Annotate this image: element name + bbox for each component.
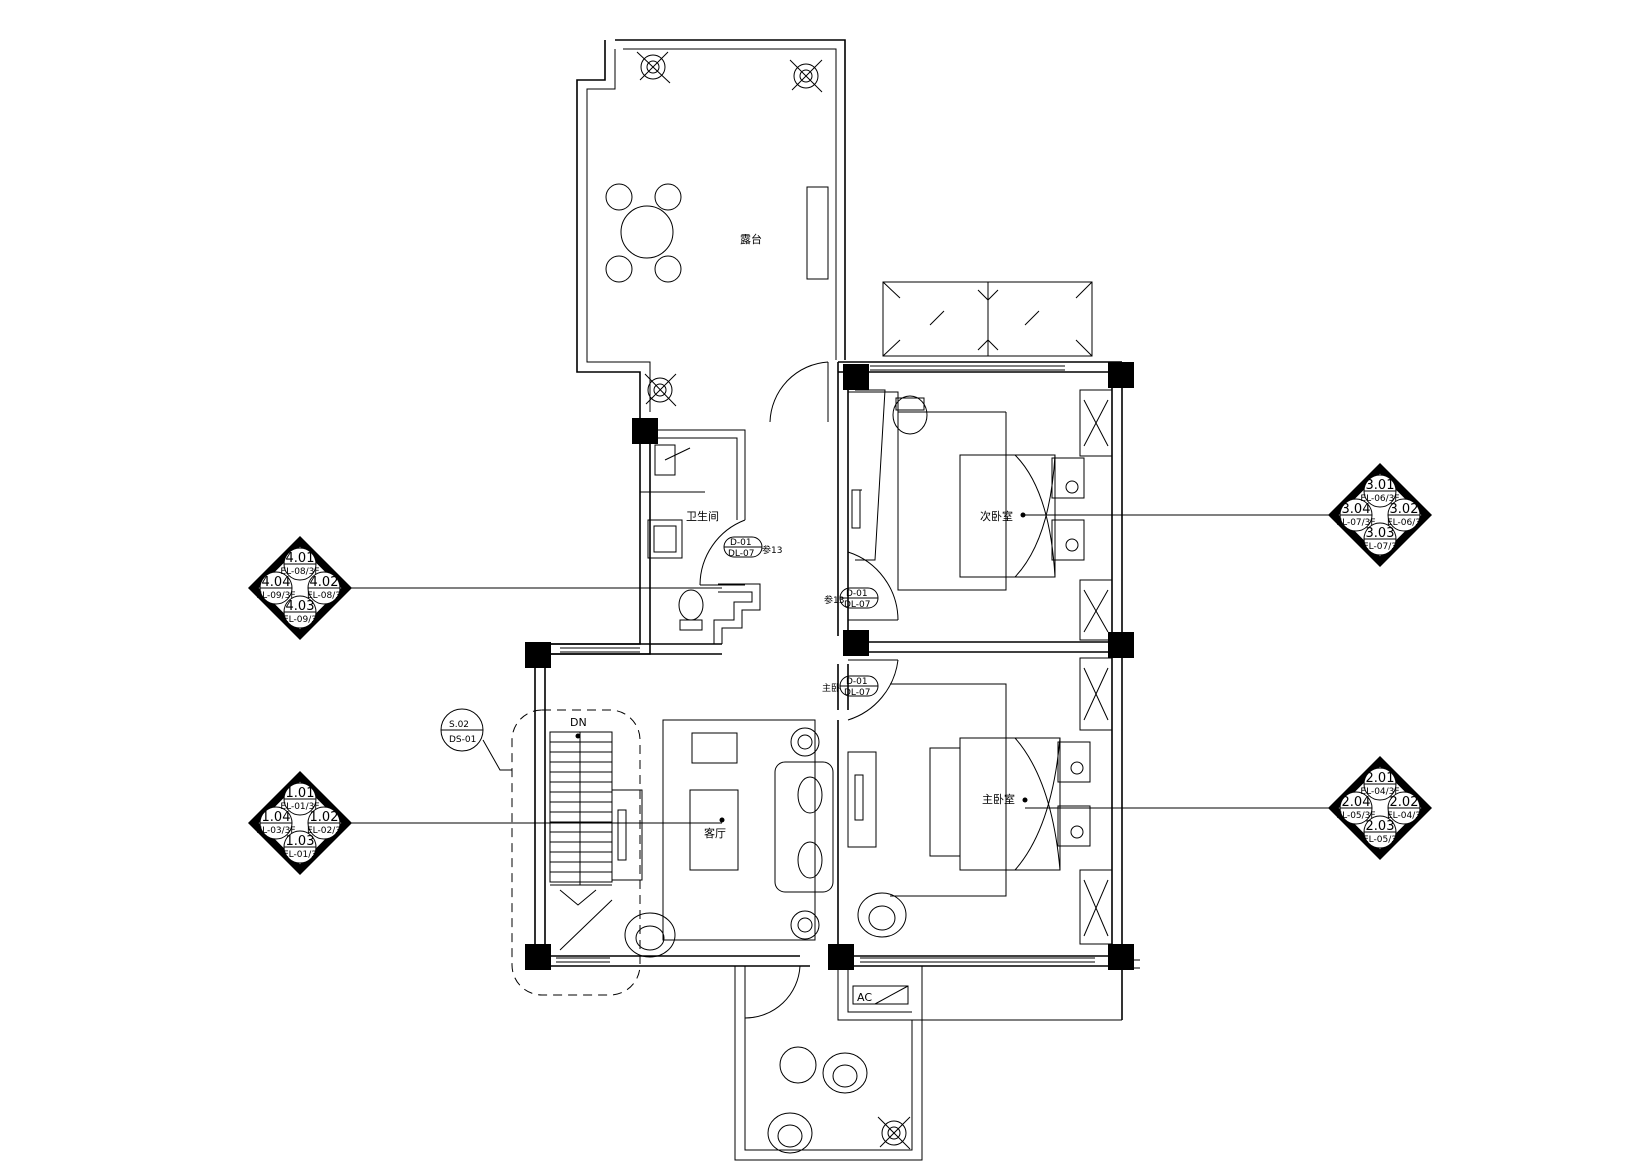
marker-top-ref: EL-04/3F xyxy=(1360,787,1399,797)
living-room: 客厅 xyxy=(611,719,834,958)
dining-table xyxy=(605,183,682,283)
second-bedroom: 次卧室 xyxy=(847,389,1113,641)
sofa-icon xyxy=(774,761,834,893)
marker-right-number: 2.02 xyxy=(1390,795,1419,810)
marker-left-ref: EL-03/3F xyxy=(256,826,295,836)
wardrobe xyxy=(1079,389,1113,641)
terrace: 露台 xyxy=(576,39,846,412)
svg-text:D-01: D-01 xyxy=(730,538,752,548)
svg-text:DL-07: DL-07 xyxy=(728,549,755,559)
svg-text:参13: 参13 xyxy=(824,594,844,606)
marker-bottom-ref: EL-01/3 xyxy=(283,850,317,860)
bed-icon xyxy=(959,737,1091,871)
marker-right-ref: EL-08/3 xyxy=(307,591,341,601)
wardrobe xyxy=(1079,657,1113,945)
marker-top-number: 2.01 xyxy=(1366,771,1395,786)
tv-cabinet xyxy=(929,747,961,857)
svg-text:主卧: 主卧 xyxy=(822,682,840,694)
bathroom-label: 卫生间 xyxy=(686,509,719,523)
marker-left-ref: EL-09/3F xyxy=(256,591,295,601)
marker-right-ref: EL-04/3 xyxy=(1387,811,1421,821)
marker-right-number: 3.02 xyxy=(1390,502,1419,517)
marker-left-number: 3.04 xyxy=(1342,502,1371,517)
marker-right-ref: EL-02/3 xyxy=(307,826,341,836)
armchair-icon xyxy=(857,892,907,938)
marker-left-ref: EL-07/3F xyxy=(1336,518,1375,528)
marker-top-ref: EL-08/3F xyxy=(280,567,319,577)
marker-bottom-number: 2.03 xyxy=(1366,819,1395,834)
marker-top-number: 4.01 xyxy=(286,551,315,566)
svg-text:D-01: D-01 xyxy=(846,677,868,687)
master-bedroom-label: 主卧室 xyxy=(982,792,1015,806)
coffee-table xyxy=(689,789,739,871)
stair-label: DN xyxy=(570,716,587,729)
elevation-markers: 4.01EL-08/3F4.02EL-08/34.03EL-09/34.04EL… xyxy=(248,463,1432,875)
second-bedroom-label: 次卧室 xyxy=(980,509,1013,523)
staircase: DN xyxy=(511,709,641,996)
armchair-icon xyxy=(892,395,928,435)
marker-bottom-ref: EL-09/3 xyxy=(283,615,317,625)
plant-icon xyxy=(644,373,677,407)
plant-icon xyxy=(789,59,823,93)
master-bedroom: 主卧室 xyxy=(847,657,1113,945)
door-tag-bath: D-01 DL-07 参13 xyxy=(723,536,782,559)
marker-bottom-number: 3.03 xyxy=(1366,526,1395,541)
round-table xyxy=(779,1046,817,1084)
bathroom: 卫生间 xyxy=(640,429,761,644)
marker-right-number: 4.02 xyxy=(310,575,339,590)
terrace-bench xyxy=(806,186,829,280)
svg-text:S.02: S.02 xyxy=(449,720,469,730)
marker-top-ref: EL-06/3F xyxy=(1360,494,1399,504)
svg-text:D-01: D-01 xyxy=(846,589,868,599)
marker-top-ref: EL-01/3F xyxy=(280,802,319,812)
marker-top-number: 3.01 xyxy=(1366,478,1395,493)
marker-left-ref: EL-05/3F xyxy=(1336,811,1375,821)
terrace-door xyxy=(769,361,829,423)
marker-bottom-number: 4.03 xyxy=(286,599,315,614)
marker-top-number: 1.01 xyxy=(286,786,315,801)
marker-bottom-number: 1.03 xyxy=(286,834,315,849)
door-tag-master: D-01 DL-07 主卧 xyxy=(822,675,879,698)
armchair-icon xyxy=(767,1052,868,1154)
bed-icon xyxy=(959,454,1085,578)
marker-left-number: 1.04 xyxy=(262,810,291,825)
south-balcony xyxy=(734,965,923,1161)
svg-text:参13: 参13 xyxy=(762,544,782,556)
marker-left-number: 4.04 xyxy=(262,575,291,590)
washbasin-icon xyxy=(647,519,683,559)
svg-text:DL-07: DL-07 xyxy=(844,688,871,698)
marker-bottom-ref: EL-05/3 xyxy=(1363,835,1397,845)
lamp-icon xyxy=(790,727,820,940)
marker-left-number: 2.04 xyxy=(1342,795,1371,810)
svg-text:DS-01: DS-01 xyxy=(449,735,476,745)
plant-icon xyxy=(877,1116,911,1150)
shower-icon xyxy=(654,444,676,476)
plant-icon xyxy=(636,51,671,84)
stair-section-ref: S.02 DS-01 xyxy=(440,708,512,771)
marker-right-number: 1.02 xyxy=(310,810,339,825)
marker-bottom-ref: EL-07/3 xyxy=(1363,542,1397,552)
living-room-label: 客厅 xyxy=(704,826,726,840)
exterior-walls xyxy=(534,361,1123,1021)
structural-columns xyxy=(525,362,1134,970)
terrace-label: 露台 xyxy=(740,232,762,246)
svg-text:DL-07: DL-07 xyxy=(844,600,871,610)
armchair-icon xyxy=(624,912,676,958)
bay-window xyxy=(882,281,1093,357)
windows xyxy=(556,365,1140,969)
door-tag-second: D-01 DL-07 参13 xyxy=(824,587,879,610)
toilet-icon xyxy=(678,589,704,631)
marker-right-ref: EL-06/3 xyxy=(1387,518,1421,528)
ac-label: AC xyxy=(857,991,872,1004)
tv-cabinet xyxy=(611,789,643,881)
ac-unit: AC xyxy=(852,985,909,1005)
side-table xyxy=(691,732,738,764)
